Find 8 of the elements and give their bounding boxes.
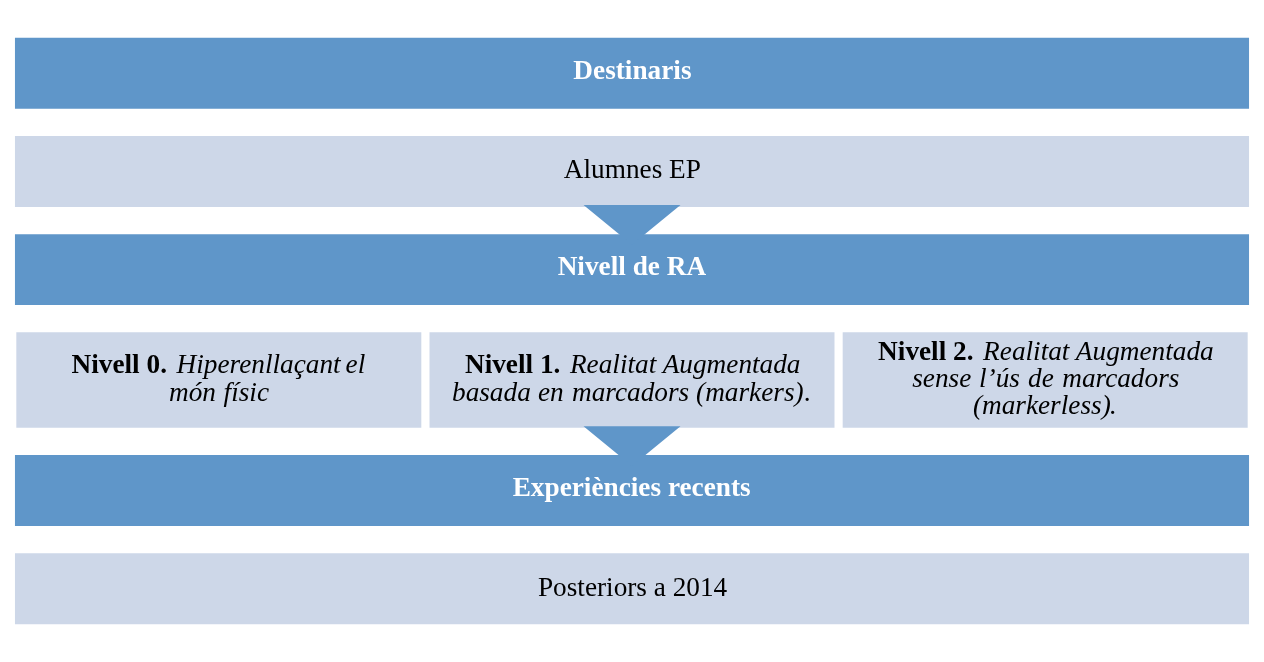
node-box: Alumnes EP — [12, 133, 1252, 210]
node-box: Experiències recents — [12, 452, 1252, 529]
node-box: Nivell 2. Realitat Augmentada sense l’ús de marcadors (markerless). — [839, 329, 1251, 431]
node-box: Nivell de RA — [12, 231, 1252, 308]
node-box: Destinaris — [12, 35, 1252, 112]
node-box: Posteriors a 2014 — [12, 550, 1252, 627]
node-box: Nivell 1. Realitat Augmentada basada en marcadors (markers). — [426, 329, 838, 431]
node-box: Nivell 0. Hiperenllaçant el món físic — [13, 329, 425, 431]
